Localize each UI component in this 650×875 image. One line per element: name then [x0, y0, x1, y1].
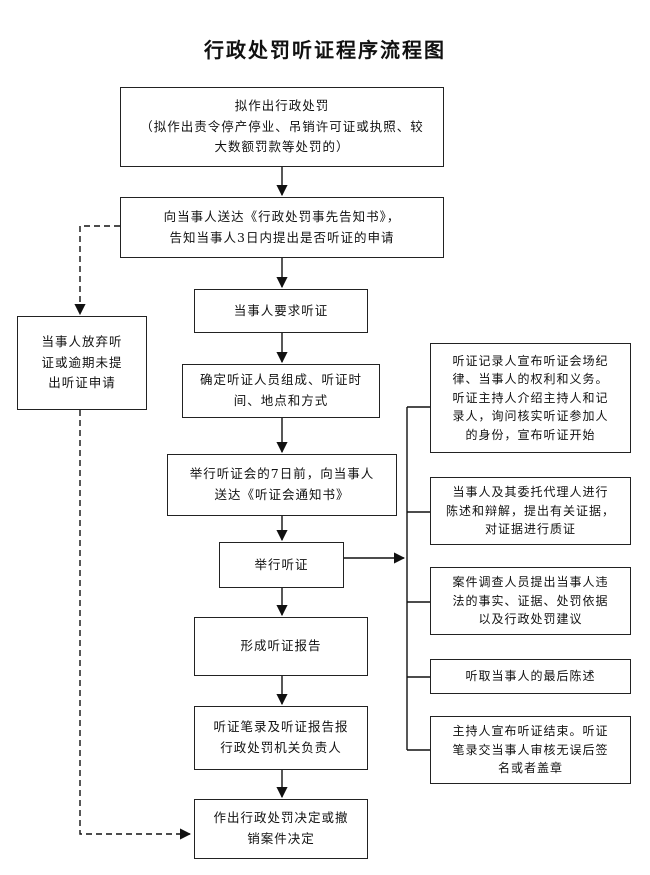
- dashed-arrow-to-decision: [79, 410, 192, 840]
- dashed-arrow-to-waive: [74, 225, 120, 316]
- step-propose-penalty: 拟作出行政处罚 （拟作出责令停产停业、吊销许可证或执照、较 大数额罚款等处罚的）: [120, 87, 444, 167]
- step-determine-personnel: 确定听证人员组成、听证时 间、地点和方式: [182, 364, 380, 418]
- hearing-step-open: 听证记录人宣布听证会场纪 律、当事人的权利和义务。 听证主持人介绍主持人和记 录…: [430, 343, 631, 453]
- hearing-step-final-statement: 听取当事人的最后陈述: [430, 659, 631, 694]
- step-final-decision: 作出行政处罚决定或撤 销案件决定: [194, 799, 368, 859]
- step-waive-hearing: 当事人放弃听 证或逾期未提 出听证申请: [17, 316, 147, 410]
- hearing-step-investigation: 案件调查人员提出当事人违 法的事实、证据、处罚依据 以及行政处罚建议: [430, 567, 631, 635]
- hearing-step-statement: 当事人及其委托代理人进行 陈述和辩解，提出有关证据， 对证据进行质证: [430, 477, 631, 545]
- step-hold-hearing: 举行听证: [219, 542, 344, 588]
- step-serve-notice: 向当事人送达《行政处罚事先告知书》， 告知当事人3日内提出是否听证的申请: [120, 197, 444, 258]
- step-request-hearing: 当事人要求听证: [194, 289, 368, 333]
- hearing-step-close: 主持人宣布听证结束。听证 笔录交当事人审核无误后签 名或者盖章: [430, 716, 631, 784]
- step-report-to-head: 听证笔录及听证报告报 行政处罚机关负责人: [194, 706, 368, 770]
- step-serve-hearing-notice: 举行听证会的7日前，向当事人 送达《听证会通知书》: [167, 454, 397, 516]
- step-hearing-report: 形成听证报告: [194, 617, 368, 676]
- page-title: 行政处罚听证程序流程图: [204, 38, 446, 62]
